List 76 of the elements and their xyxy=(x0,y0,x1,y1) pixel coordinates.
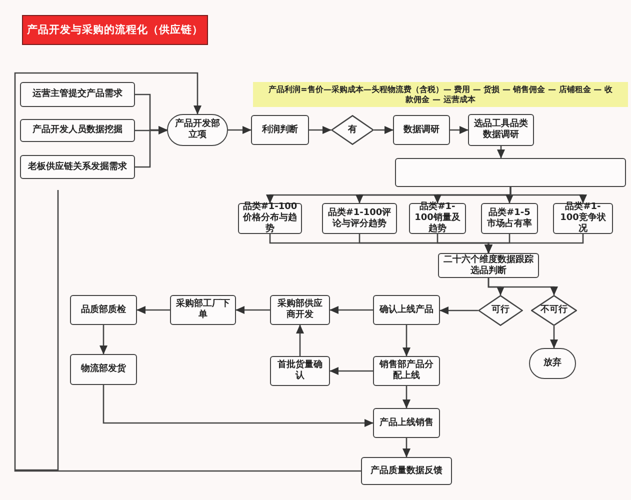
node-label: 可行 xyxy=(492,305,510,316)
node-label: 采购部工厂下单 xyxy=(175,299,231,321)
arrow xyxy=(100,325,108,354)
arrow xyxy=(309,126,332,134)
arrow xyxy=(296,324,304,356)
decision-diamond xyxy=(531,295,577,326)
node-label: 产品质量数据反馈 xyxy=(370,466,442,476)
arrow xyxy=(236,306,270,314)
node-label: 采购部供应商开发 xyxy=(276,299,324,321)
node-label: 首批货量确认 xyxy=(276,360,324,382)
node-label: 品类#1-100评论与评分趋势 xyxy=(326,208,392,230)
node-label: 运营主管提交产品需求 xyxy=(32,89,122,100)
process-box xyxy=(373,356,440,386)
process-box xyxy=(409,203,466,234)
node-label: 老板供应链关系发掘需求 xyxy=(28,162,127,172)
arrow xyxy=(136,306,170,314)
node-label: 品类#1-100价格分布与趋势 xyxy=(242,202,298,235)
process-box xyxy=(393,115,450,145)
decision-diamond xyxy=(478,295,523,326)
node-label: 产品开发人员数据挖掘 xyxy=(32,125,122,136)
terminal-box xyxy=(529,348,576,379)
arrow xyxy=(484,234,584,254)
arrow xyxy=(440,306,478,314)
node-label: 物流部发货 xyxy=(81,364,126,375)
node-label: 数据调研 xyxy=(404,124,440,136)
process-box xyxy=(70,295,137,325)
node-label: 二十六个维度数据跟踪选品判断 xyxy=(442,254,534,276)
node-label: 产品开发部立项 xyxy=(174,119,221,141)
node-label: 品质部质检 xyxy=(81,304,126,316)
arrow xyxy=(488,278,558,296)
process-box xyxy=(373,295,440,325)
node-label: 品类#1-100竞争状况 xyxy=(559,202,607,235)
node-label: 销售部产品分配上线 xyxy=(378,360,434,382)
process-box xyxy=(20,82,135,107)
node-label: 利润判断 xyxy=(262,124,298,136)
arrow xyxy=(374,126,394,134)
arrow xyxy=(135,126,168,168)
arrow xyxy=(402,386,410,408)
node-label: 品类#1-100销量及趋势 xyxy=(414,202,462,235)
process-box xyxy=(270,356,330,386)
arrow xyxy=(330,306,373,314)
process-box xyxy=(20,155,135,179)
process-box xyxy=(395,158,626,187)
process-box xyxy=(170,295,236,325)
arrow xyxy=(450,126,468,134)
node-label: 有 xyxy=(348,124,357,136)
process-box xyxy=(438,253,539,278)
arrow xyxy=(102,385,374,427)
node-label: 放弃 xyxy=(544,358,562,369)
node-label: 品类#1-5市场占有率 xyxy=(486,208,533,230)
process-box xyxy=(468,114,534,146)
node-label: 不可行 xyxy=(540,305,568,316)
arrow xyxy=(550,326,558,348)
arrow xyxy=(330,367,373,375)
process-box xyxy=(481,203,538,234)
decision-diamond xyxy=(331,115,374,145)
process-box xyxy=(20,119,135,142)
node-label: 产品上线销售 xyxy=(380,418,434,428)
arrow xyxy=(497,146,505,158)
formula-note: 产品利润=售价—采购成本—头程物流费（含税）— 费用 — 货损 — 销售佣金 — 店铺租金 — 收款佣金 — 运营成本 xyxy=(253,82,628,107)
process-box xyxy=(270,295,330,325)
arrow xyxy=(402,438,410,458)
node-label: 确认上线产品 xyxy=(380,304,434,316)
process-box xyxy=(373,408,440,438)
arrow xyxy=(402,325,410,356)
process-box xyxy=(70,354,137,385)
title-banner: 产品开发与采购的流程化（供应链） xyxy=(22,15,208,45)
arrow xyxy=(228,126,252,134)
process-box xyxy=(251,115,309,145)
process-box xyxy=(361,457,452,485)
arrow xyxy=(510,187,587,204)
node-label: 选品工具品类数据调研 xyxy=(473,119,529,141)
terminal-box xyxy=(167,114,228,146)
process-box xyxy=(322,203,397,234)
arrow xyxy=(14,72,362,472)
process-box xyxy=(553,203,613,234)
